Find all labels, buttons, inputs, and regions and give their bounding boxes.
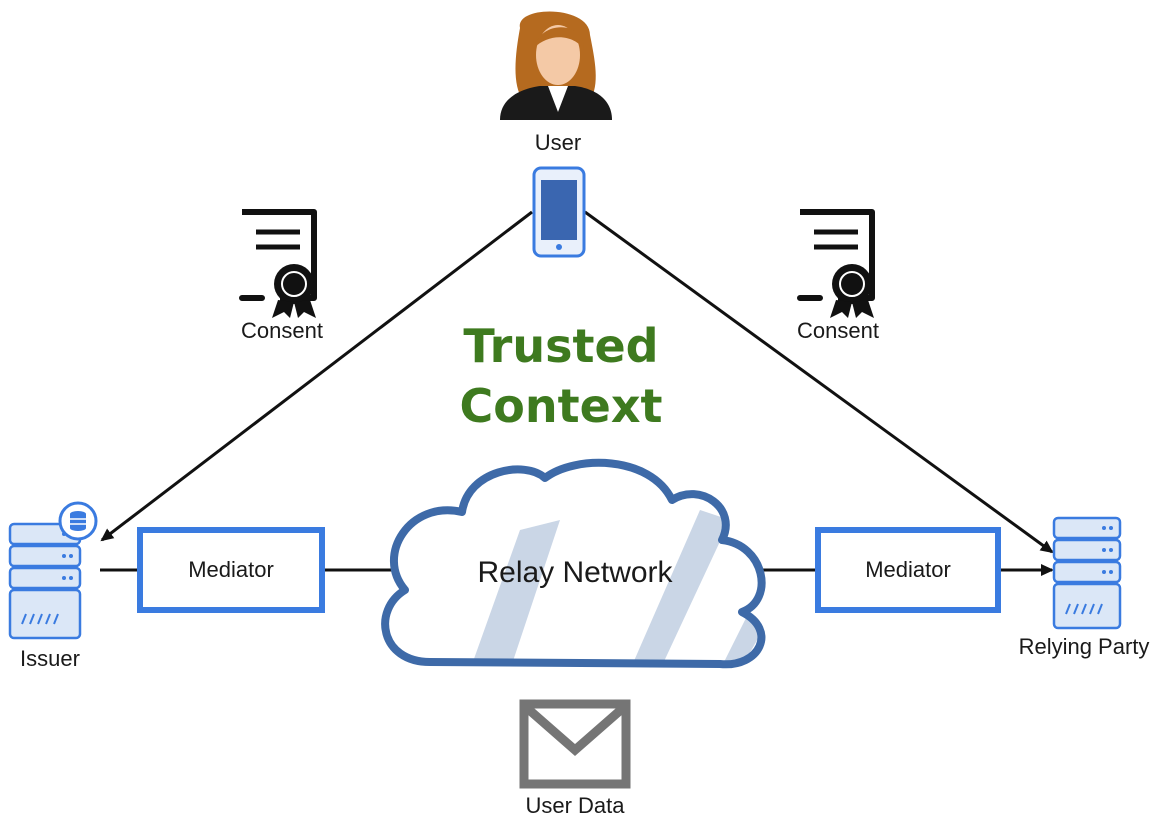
- smartphone-icon: [532, 166, 586, 258]
- cloud-icon: [381, 458, 766, 669]
- user-data-label: User Data: [525, 793, 625, 818]
- consent-label-right: Consent: [797, 318, 879, 343]
- mediator-label-left: Mediator: [188, 557, 274, 582]
- issuer-label: Issuer: [20, 646, 80, 671]
- line-user-to-issuer: [100, 210, 533, 542]
- relying-party-label: Relying Party: [1019, 634, 1150, 659]
- line-user-to-relying-party: [584, 210, 1054, 554]
- consent-label-left: Consent: [241, 318, 323, 343]
- user-label: User: [535, 130, 581, 155]
- envelope-icon: [519, 699, 631, 789]
- certificate-icon-left: [239, 209, 317, 318]
- user-avatar-icon: [500, 11, 612, 120]
- relay-network-label: Relay Network: [477, 556, 673, 589]
- mediator-box-left: [137, 527, 325, 613]
- mediator-box-right: [815, 527, 1001, 613]
- context-title-line1: Trusted: [463, 319, 658, 373]
- database-icon: [58, 501, 98, 541]
- server-icon-relying-party: [1052, 516, 1122, 630]
- server-icon-issuer: [8, 522, 82, 640]
- mediator-label-right: Mediator: [865, 557, 951, 582]
- certificate-icon-right: [797, 209, 875, 318]
- context-title-line2: Context: [460, 379, 663, 433]
